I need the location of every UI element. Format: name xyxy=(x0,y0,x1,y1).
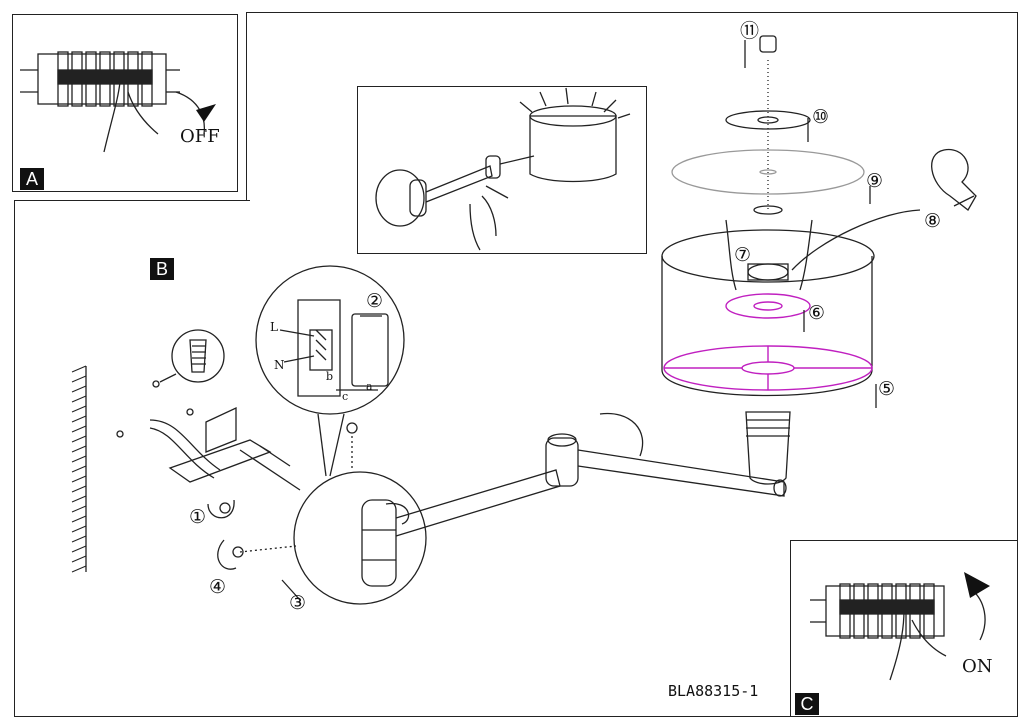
callout-9: ⑨ xyxy=(866,170,884,192)
callout-2: ② xyxy=(366,290,384,312)
wire-neutral-label: N xyxy=(274,358,285,372)
lamp-arm-assembly xyxy=(281,412,787,605)
callout-6: ⑥ xyxy=(808,302,826,324)
mounting-bracket xyxy=(116,406,301,570)
panel-a xyxy=(12,14,238,192)
wire-live-label: L xyxy=(270,320,278,334)
wall-hatch xyxy=(71,365,87,573)
wire-c-label: c xyxy=(342,390,349,403)
arrows xyxy=(803,118,877,408)
wiring-detail xyxy=(255,265,405,477)
wire-a-label: a xyxy=(366,380,373,393)
wall-plug-detail xyxy=(152,329,225,388)
panel-c-label: C xyxy=(795,693,819,715)
callout-7: ⑦ xyxy=(734,244,752,266)
callout-4: ④ xyxy=(209,576,227,598)
callout-3: ③ xyxy=(289,592,307,614)
shade-gimbal-accent xyxy=(663,293,873,391)
inset-arm-drawing xyxy=(375,87,631,251)
panel-b xyxy=(14,200,250,717)
panel-c xyxy=(790,540,1018,717)
callout-1: ① xyxy=(189,506,207,528)
model-code: BLA88315-1 xyxy=(668,682,759,700)
callout-10: ⑩ xyxy=(812,106,830,128)
breaker-on-illustration xyxy=(810,572,990,681)
off-label: OFF xyxy=(180,126,220,147)
callout-11: ⑪ xyxy=(740,20,760,42)
wire-b-label: b xyxy=(326,370,334,383)
callout-8: ⑧ xyxy=(924,210,942,232)
shade-assembly xyxy=(661,35,977,485)
panel-b-label: B xyxy=(150,258,174,280)
callout-5: ⑤ xyxy=(878,378,896,400)
panel-a-label: A xyxy=(20,168,44,190)
on-label: ON xyxy=(962,656,993,677)
breaker-off-illustration xyxy=(20,51,216,153)
